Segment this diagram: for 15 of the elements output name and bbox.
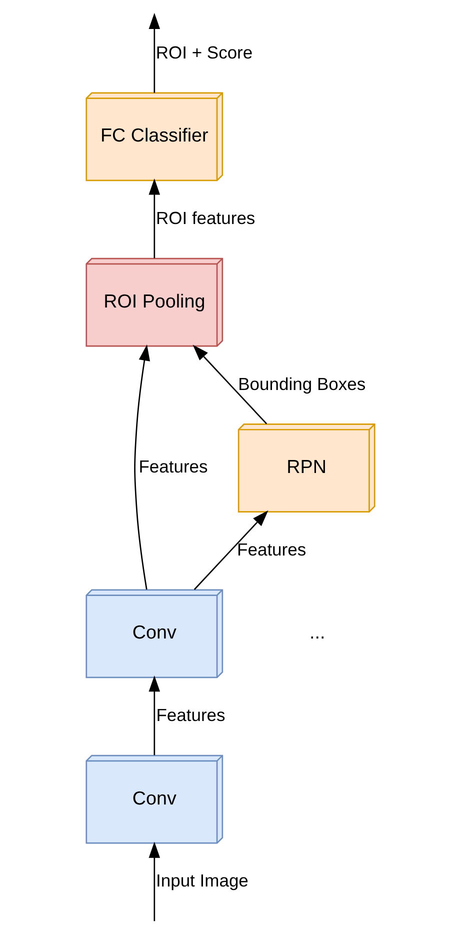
arrow — [192, 344, 268, 424]
edge-label: ROI + Score — [156, 42, 253, 62]
arrow — [194, 510, 268, 590]
edge-label: Features — [156, 705, 226, 726]
edge-label: Bounding Boxes — [238, 374, 366, 394]
arrow — [148, 178, 160, 258]
arrow — [134, 344, 150, 590]
edge-label: ROI features — [156, 208, 256, 228]
arrow — [148, 842, 160, 922]
arrow — [148, 12, 160, 93]
edge-label: Input Image — [156, 870, 248, 891]
label: ... — [310, 622, 326, 643]
edge-label: Features — [237, 539, 306, 560]
edge-label: Features — [138, 456, 208, 477]
arrow — [148, 676, 160, 756]
